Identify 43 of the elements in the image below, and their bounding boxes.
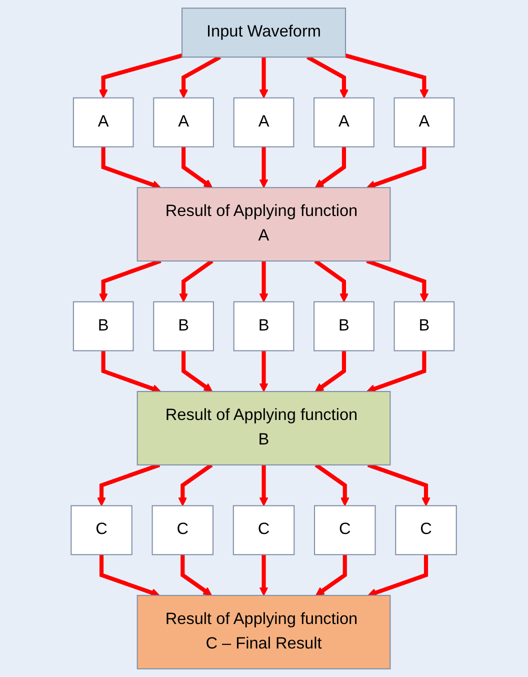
arrow — [102, 146, 162, 190]
arrow — [260, 261, 268, 302]
node-box: B — [234, 301, 294, 352]
node-box: Result of Applying function B — [137, 391, 391, 466]
arrow — [102, 350, 162, 394]
arrow — [345, 54, 429, 98]
node-box: B — [153, 301, 214, 352]
arrow — [366, 146, 426, 190]
node-box: Input Waveform — [182, 8, 346, 58]
arrow — [368, 554, 428, 597]
arrow — [314, 463, 350, 506]
arrow — [260, 350, 268, 392]
node-box: A — [153, 97, 214, 148]
arrow — [260, 554, 268, 596]
node-box: B — [394, 301, 455, 352]
node-box: C — [395, 505, 458, 556]
node-box: C — [70, 505, 133, 556]
arrow — [182, 146, 213, 188]
arrow — [315, 350, 346, 392]
node-box: Result of Applying function C – Final Result — [137, 594, 391, 670]
arrow — [99, 54, 183, 98]
node-box: B — [314, 301, 375, 352]
node-box: Result of Applying function A — [137, 187, 391, 262]
node-box: A — [234, 97, 294, 148]
arrow — [180, 554, 212, 596]
arrow — [366, 350, 426, 394]
arrow — [315, 146, 346, 188]
arrow — [97, 463, 160, 506]
node-box: A — [394, 97, 455, 148]
arrow — [260, 464, 268, 506]
node-box: C — [314, 505, 376, 556]
arrow — [368, 463, 431, 506]
arrow — [260, 146, 268, 188]
node-box: A — [73, 97, 134, 148]
node-box: A — [314, 97, 375, 148]
arrow — [182, 350, 213, 392]
arrow — [260, 57, 268, 98]
node-box: C — [152, 505, 214, 556]
arrow — [178, 463, 214, 506]
arrow — [100, 554, 160, 597]
node-box: B — [73, 301, 134, 352]
node-box: C — [233, 505, 295, 556]
arrow — [316, 554, 348, 596]
